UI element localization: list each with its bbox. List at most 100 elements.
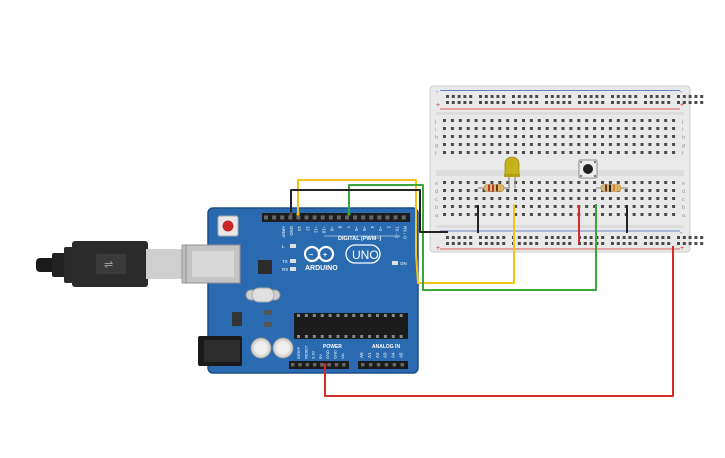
breadboard-hole[interactable] bbox=[656, 151, 660, 154]
breadboard-hole[interactable] bbox=[522, 143, 525, 146]
breadboard-hole[interactable] bbox=[611, 242, 614, 245]
breadboard-hole[interactable] bbox=[677, 242, 680, 245]
resistor-led[interactable] bbox=[478, 184, 510, 192]
breadboard-hole[interactable] bbox=[601, 242, 605, 245]
breadboard-hole[interactable] bbox=[569, 181, 573, 184]
breadboard-hole[interactable] bbox=[682, 236, 686, 239]
breadboard-hole[interactable] bbox=[585, 135, 589, 138]
breadboard-hole[interactable] bbox=[688, 95, 692, 98]
header-pin[interactable] bbox=[384, 363, 389, 367]
breadboard-hole[interactable] bbox=[469, 236, 473, 239]
breadboard-hole[interactable] bbox=[490, 135, 494, 138]
breadboard-hole[interactable] bbox=[466, 151, 470, 154]
breadboard-hole[interactable] bbox=[608, 213, 612, 216]
header-pin[interactable] bbox=[312, 363, 317, 367]
breadboard-hole[interactable] bbox=[450, 197, 454, 200]
header-pin[interactable] bbox=[336, 215, 341, 220]
breadboard-hole[interactable] bbox=[640, 197, 644, 200]
breadboard-hole[interactable] bbox=[644, 236, 647, 239]
breadboard-hole[interactable] bbox=[632, 197, 636, 200]
breadboard-hole[interactable] bbox=[466, 127, 470, 130]
breadboard-hole[interactable] bbox=[608, 197, 612, 200]
breadboard-hole[interactable] bbox=[577, 151, 581, 154]
breadboard-hole[interactable] bbox=[624, 127, 628, 130]
breadboard-hole[interactable] bbox=[484, 236, 488, 239]
breadboard-hole[interactable] bbox=[672, 127, 676, 130]
header-pin[interactable] bbox=[361, 215, 366, 220]
breadboard-hole[interactable] bbox=[529, 143, 533, 146]
breadboard-hole[interactable] bbox=[484, 242, 488, 245]
breadboard-hole[interactable] bbox=[644, 242, 647, 245]
breadboard-hole[interactable] bbox=[682, 242, 686, 245]
breadboard-hole[interactable] bbox=[648, 127, 652, 130]
led[interactable] bbox=[504, 156, 520, 188]
breadboard-hole[interactable] bbox=[640, 189, 644, 192]
breadboard-hole[interactable] bbox=[608, 151, 612, 154]
breadboard-hole[interactable] bbox=[490, 143, 494, 146]
breadboard-hole[interactable] bbox=[535, 101, 539, 104]
header-pin[interactable] bbox=[328, 215, 333, 220]
breadboard-hole[interactable] bbox=[451, 242, 455, 245]
breadboard-hole[interactable] bbox=[593, 143, 597, 146]
header-pin[interactable] bbox=[280, 215, 285, 220]
breadboard-hole[interactable] bbox=[490, 119, 494, 122]
breadboard-hole[interactable] bbox=[458, 181, 462, 184]
breadboard-hole[interactable] bbox=[482, 151, 486, 154]
breadboard-hole[interactable] bbox=[553, 205, 557, 208]
breadboard-hole[interactable] bbox=[496, 95, 500, 98]
breadboard-hole[interactable] bbox=[672, 181, 676, 184]
breadboard-hole[interactable] bbox=[585, 119, 589, 122]
breadboard-hole[interactable] bbox=[529, 127, 533, 130]
breadboard-hole[interactable] bbox=[474, 213, 478, 216]
breadboard-hole[interactable] bbox=[561, 151, 565, 154]
breadboard-hole[interactable] bbox=[648, 189, 652, 192]
breadboard-hole[interactable] bbox=[457, 242, 461, 245]
breadboard-hole[interactable] bbox=[466, 213, 470, 216]
breadboard-hole[interactable] bbox=[529, 95, 533, 98]
breadboard-hole[interactable] bbox=[656, 143, 660, 146]
header-pin[interactable] bbox=[376, 363, 381, 367]
breadboard-hole[interactable] bbox=[672, 213, 676, 216]
breadboard-hole[interactable] bbox=[450, 127, 454, 130]
breadboard-hole[interactable] bbox=[469, 101, 473, 104]
breadboard-hole[interactable] bbox=[514, 143, 518, 146]
breadboard-hole[interactable] bbox=[450, 189, 454, 192]
breadboard-hole[interactable] bbox=[640, 213, 644, 216]
breadboard-hole[interactable] bbox=[664, 213, 668, 216]
breadboard-hole[interactable] bbox=[482, 205, 486, 208]
breadboard-hole[interactable] bbox=[661, 101, 665, 104]
breadboard-hole[interactable] bbox=[649, 242, 653, 245]
breadboard-hole[interactable] bbox=[550, 236, 554, 239]
breadboard-hole[interactable] bbox=[522, 127, 525, 130]
breadboard-hole[interactable] bbox=[569, 119, 573, 122]
breadboard-hole[interactable] bbox=[593, 205, 597, 208]
breadboard-hole[interactable] bbox=[514, 127, 518, 130]
breadboard-hole[interactable] bbox=[664, 119, 668, 122]
breadboard-hole[interactable] bbox=[593, 213, 597, 216]
breadboard-hole[interactable] bbox=[498, 151, 502, 154]
breadboard-hole[interactable] bbox=[649, 95, 653, 98]
breadboard-hole[interactable] bbox=[656, 213, 660, 216]
breadboard-hole[interactable] bbox=[562, 236, 566, 239]
breadboard-hole[interactable] bbox=[482, 213, 486, 216]
breadboard-hole[interactable] bbox=[628, 101, 632, 104]
breadboard-hole[interactable] bbox=[457, 101, 461, 104]
breadboard-hole[interactable] bbox=[529, 205, 533, 208]
breadboard-hole[interactable] bbox=[498, 205, 502, 208]
breadboard-hole[interactable] bbox=[656, 135, 660, 138]
breadboard-hole[interactable] bbox=[656, 205, 660, 208]
breadboard-hole[interactable] bbox=[545, 151, 549, 154]
breadboard-hole[interactable] bbox=[616, 119, 620, 122]
breadboard-hole[interactable] bbox=[585, 213, 589, 216]
breadboard-hole[interactable] bbox=[545, 95, 548, 98]
breadboard-hole[interactable] bbox=[514, 135, 518, 138]
breadboard-hole[interactable] bbox=[589, 236, 593, 239]
breadboard-hole[interactable] bbox=[595, 95, 599, 98]
breadboard-hole[interactable] bbox=[517, 95, 521, 98]
breadboard-hole[interactable] bbox=[664, 151, 668, 154]
breadboard-hole[interactable] bbox=[458, 119, 462, 122]
breadboard-hole[interactable] bbox=[601, 143, 604, 146]
breadboard-hole[interactable] bbox=[466, 119, 470, 122]
breadboard-hole[interactable] bbox=[545, 181, 549, 184]
breadboard-hole[interactable] bbox=[649, 101, 653, 104]
